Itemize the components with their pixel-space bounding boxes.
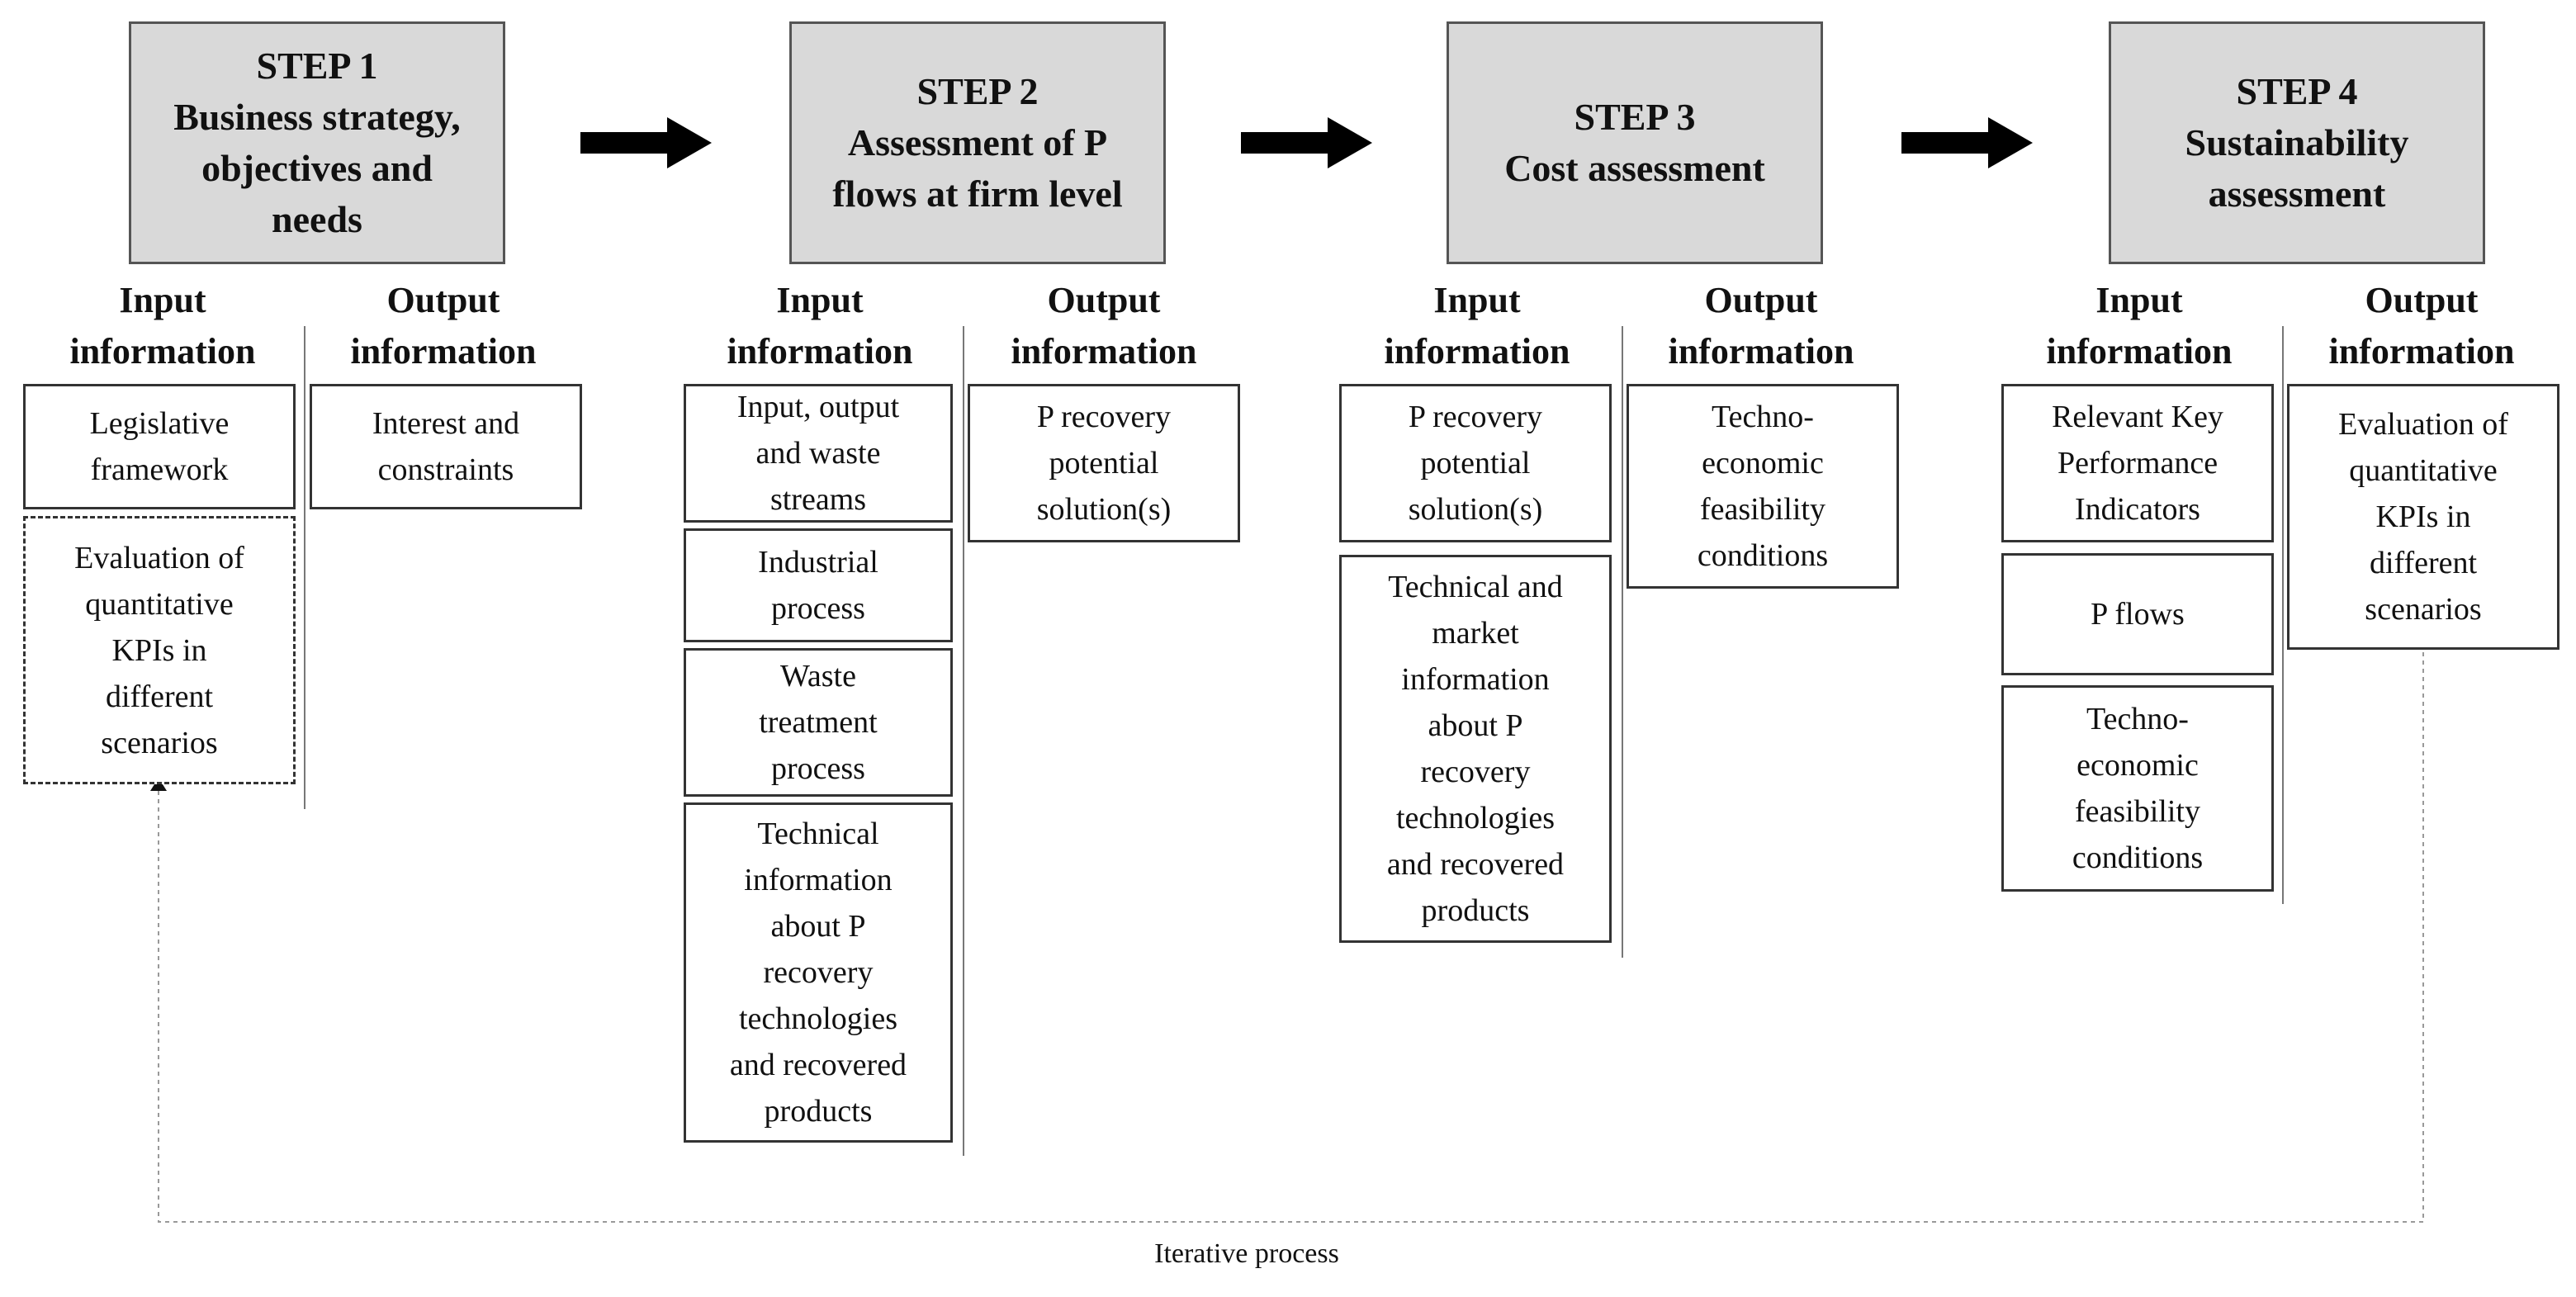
step-2-input-technical-information: Technical information about P recovery t… <box>684 802 953 1143</box>
step-4-input-header: Input information <box>2046 280 2233 372</box>
step-1-title: STEP 1 Business strategy, objectives and… <box>173 45 461 240</box>
step-2-input-waste-treatment: Waste treatment process <box>684 648 953 797</box>
step-2-box: STEP 2 Assessment of P flows at firm lev… <box>789 21 1166 264</box>
step-1-output-interest-constraints: Interest and constraints <box>310 384 582 509</box>
step-2-divider <box>963 326 964 1156</box>
step-3-output-header: Output information <box>1668 280 1854 372</box>
step-2-output-header: Output information <box>1011 280 1197 372</box>
step-3-box: STEP 3 Cost assessment <box>1447 21 1823 264</box>
step-1-output-header: Output information <box>350 280 537 372</box>
arrow-step2-to-step3 <box>1241 117 1372 168</box>
step-3-input-p-recovery: P recovery potential solution(s) <box>1339 384 1612 542</box>
step-3-output-feasibility-conditions: Techno- economic feasibility conditions <box>1627 384 1899 589</box>
step-2-input-industrial-process: Industrial process <box>684 528 953 642</box>
step-1-divider <box>304 326 305 809</box>
step-3-title: STEP 3 Cost assessment <box>1504 96 1765 189</box>
step-2-output-p-recovery: P recovery potential solution(s) <box>968 384 1240 542</box>
iterative-process-label: Iterative process <box>1154 1238 1339 1269</box>
step-3-divider <box>1622 326 1623 958</box>
iterative-loop-line <box>158 652 2424 1223</box>
step-4-output-header: Output information <box>2328 280 2515 372</box>
arrow-step3-to-step4 <box>1901 117 2033 168</box>
step-1-box: STEP 1 Business strategy, objectives and… <box>129 21 505 264</box>
step-4-input-p-flows: P flows <box>2001 553 2274 675</box>
step-2-input-header: Input information <box>727 280 913 372</box>
step-2-input-streams: Input, output and waste streams <box>684 384 953 523</box>
step-1-input-header: Input information <box>69 280 256 372</box>
step-4-box: STEP 4 Sustainability assessment <box>2109 21 2485 264</box>
step-4-input-feasibility-conditions: Techno- economic feasibility conditions <box>2001 685 2274 892</box>
step-4-output-kpi-evaluation: Evaluation of quantitative KPIs in diffe… <box>2287 384 2559 650</box>
step-1-input-legislative-framework: Legislative framework <box>23 384 296 509</box>
step-4-divider <box>2282 326 2284 904</box>
step-3-input-header: Input information <box>1384 280 1570 372</box>
step-4-title: STEP 4 Sustainability assessment <box>2185 70 2409 215</box>
step-1-input-kpi-evaluation: Evaluation of quantitative KPIs in diffe… <box>23 516 296 784</box>
step-3-input-technical-market-information: Technical and market information about P… <box>1339 555 1612 943</box>
arrow-step1-to-step2 <box>580 117 712 168</box>
step-2-title: STEP 2 Assessment of P flows at firm lev… <box>832 70 1123 215</box>
step-4-input-kpis: Relevant Key Performance Indicators <box>2001 384 2274 542</box>
iterative-loop-arrowhead <box>150 778 167 791</box>
